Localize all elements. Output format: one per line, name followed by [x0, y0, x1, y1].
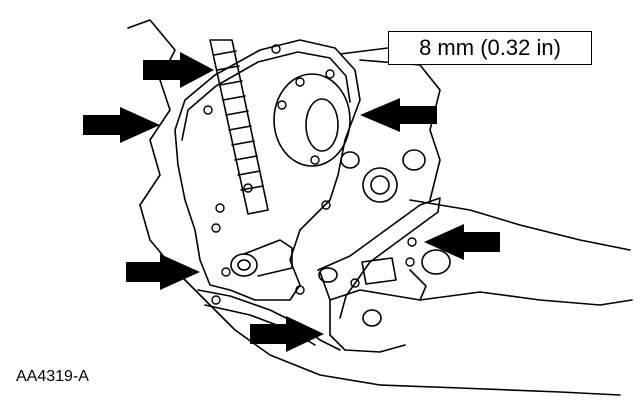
bolt-holes — [203, 44, 417, 305]
locator-arrow-4 — [424, 224, 500, 260]
engine-block-outline — [127, 19, 633, 396]
timing-cover — [174, 39, 426, 301]
locator-arrow-5 — [126, 254, 200, 290]
crankshaft-nose — [230, 239, 293, 277]
locator-arrow-6 — [250, 316, 324, 352]
locator-arrow-3 — [360, 98, 437, 132]
seal-ring — [362, 167, 398, 203]
figure-id: AA4319-A — [16, 368, 89, 385]
locator-arrow-1 — [143, 52, 214, 88]
pickup-bracket — [317, 197, 451, 353]
callout-leader — [339, 47, 389, 55]
crank-seal-bore — [273, 73, 351, 167]
timing-chain — [209, 39, 269, 215]
dimension-callout: 8 mm (0.32 in) — [388, 31, 592, 65]
locator-arrow-2 — [83, 107, 160, 143]
